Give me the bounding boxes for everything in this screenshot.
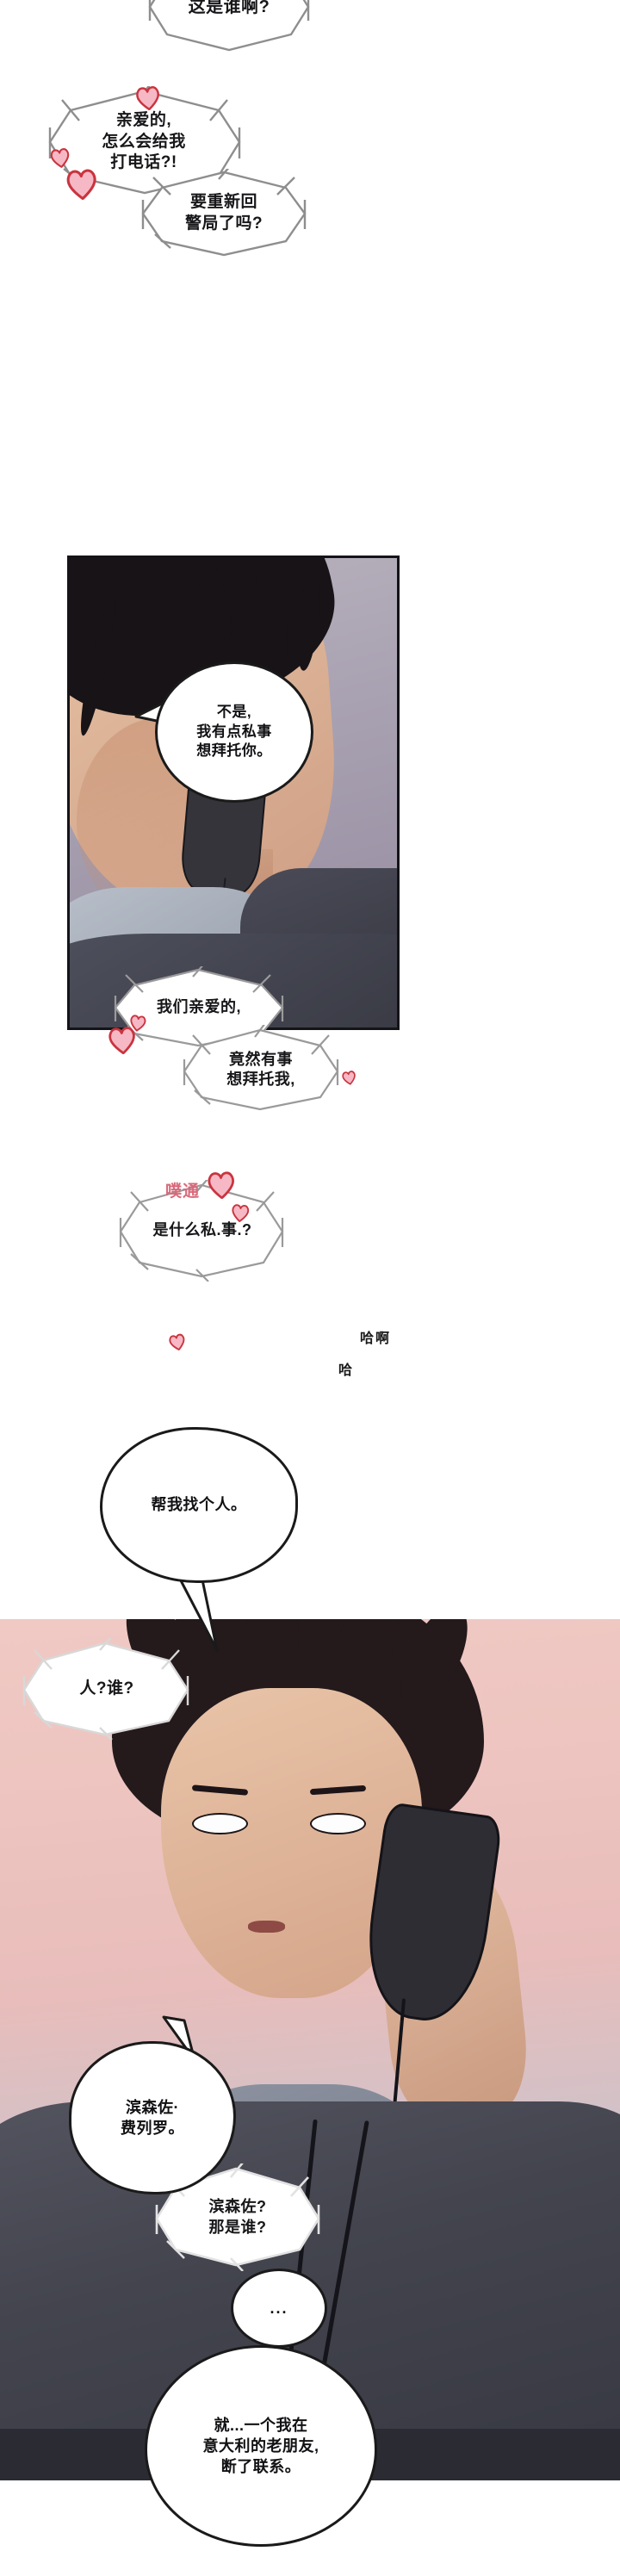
heart-icon <box>108 1027 135 1055</box>
heart-icon <box>50 148 70 168</box>
bubble-actually-a-favor: 竟然有事 想拜托我, <box>179 1025 343 1114</box>
bubble-darling-why-call: 亲爱的, 怎么会给我 打电话?! <box>41 86 246 198</box>
heart-icon <box>136 86 159 111</box>
bubble-text: 竟然有事 想拜托我, <box>226 1050 295 1088</box>
heart-icon <box>169 1333 185 1350</box>
bubble-text: 是什么私.事.? <box>152 1221 252 1239</box>
bubble-text: 亲爱的, 怎么会给我 打电话?! <box>102 110 186 172</box>
eye-right <box>310 1813 367 1834</box>
heart-icon <box>208 1171 235 1200</box>
bubble-text: 我们亲爱的, <box>156 998 241 1016</box>
bubble-text: 要重新回 警局了吗? <box>184 193 264 233</box>
bubble-no-private-favor: 不是, 我有点私事 想拜托你。 <box>155 661 313 803</box>
hexagon-frame <box>141 169 307 257</box>
hexagon-frame <box>148 0 310 52</box>
bubble-find-a-person: 帮我找个人。 <box>100 1427 298 1583</box>
bubble-old-friend-italy: 就...一个我在 意大利的老朋友, 断了联系。 <box>145 2345 377 2547</box>
bubble-person-who: 人?谁? <box>19 1638 195 1740</box>
bubble-what-private-matter: 是什么私.事.? <box>115 1180 289 1282</box>
hexagon-frame <box>22 1638 189 1740</box>
bubble-text: 就...一个我在 意大利的老朋友, 断了联系。 <box>202 2416 319 2476</box>
bubble-text: ... <box>270 2299 288 2317</box>
bubble-text: 不是, 我有点私事 想拜托你。 <box>196 703 272 760</box>
heart-icon <box>130 1015 146 1032</box>
mouth-shape <box>248 1921 286 1933</box>
heart-icon <box>232 1204 250 1223</box>
panel-portrait <box>0 1619 620 2480</box>
sfx-laugh-ha: 哈 <box>338 1363 353 1378</box>
heart-icon <box>66 169 96 201</box>
sfx-laugh-ha-a: 哈啊 <box>360 1331 392 1346</box>
bubble-text: 滨森佐· 费列罗。 <box>121 2098 184 2137</box>
bubble-name-ferrero: 滨森佐· 费列罗。 <box>69 2041 236 2194</box>
bubble-text: 帮我找个人。 <box>151 1496 247 1514</box>
bubble-our-darling: 我们亲爱的, <box>108 966 289 1049</box>
sfx-heartbeat: 噗通 <box>165 1182 201 1201</box>
bubble-text: 滨森佐? 那是谁? <box>208 2198 267 2236</box>
bubble-back-to-station: 要重新回 警局了吗? <box>138 169 310 258</box>
bubble-ellipsis: ... <box>231 2269 327 2348</box>
bubble-who-is-that: 滨森佐? 那是谁? <box>152 2163 324 2271</box>
hexagon-frame <box>183 1025 339 1111</box>
bubble-text: 人?谁? <box>79 1679 134 1698</box>
eye-left <box>192 1813 249 1834</box>
heart-icon <box>342 1071 356 1085</box>
panel-phone-closeup <box>67 556 400 1030</box>
bubble-text: 这是谁啊? <box>188 0 270 16</box>
hexagon-frame <box>155 2163 320 2271</box>
bubble-who-is-this: 这是谁啊? <box>145 0 313 53</box>
